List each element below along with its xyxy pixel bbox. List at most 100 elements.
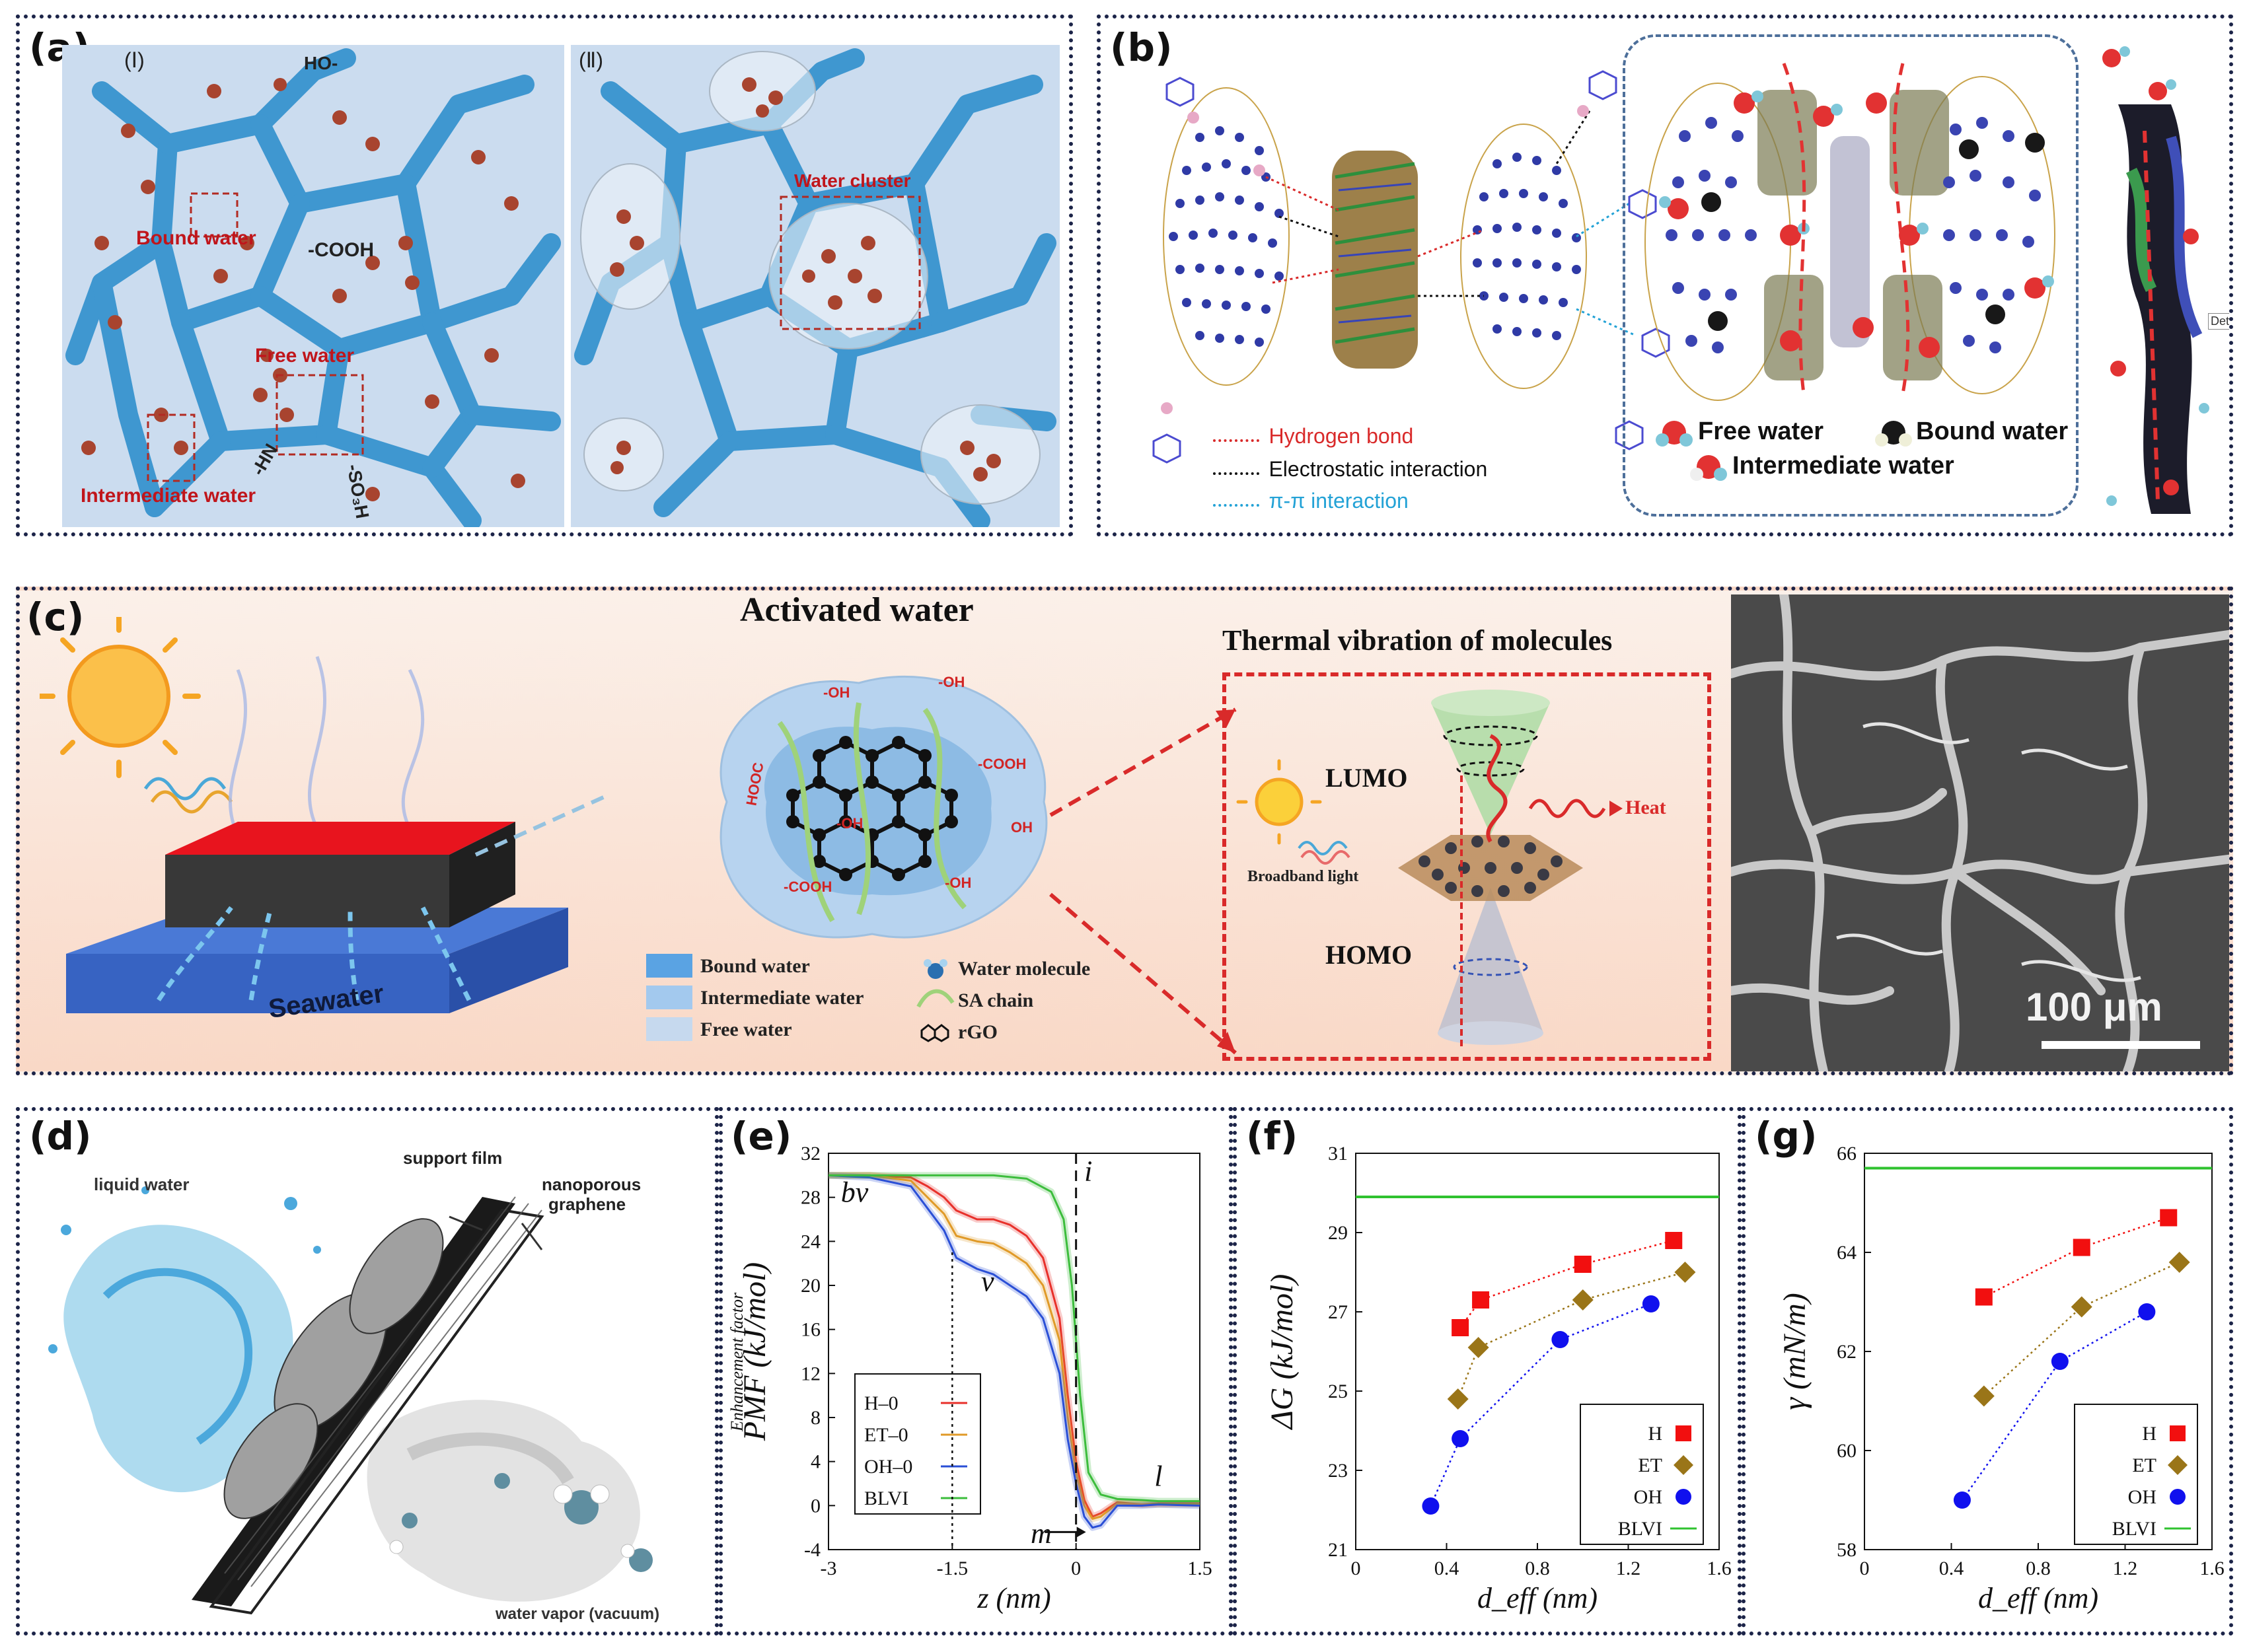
legend-free-water-label: Free water	[700, 1019, 792, 1040]
sem-image	[1731, 594, 2229, 1071]
free-water-icon	[1656, 421, 1693, 447]
legend-bound-water	[646, 954, 692, 978]
y-tick-label: 4	[811, 1451, 821, 1473]
graphene-label: graphene	[548, 1194, 626, 1214]
nanoporous-graphene-illustration	[48, 1186, 653, 1615]
group-oh-1: -OH	[823, 684, 850, 701]
legend-label: ET	[2132, 1454, 2156, 1476]
legend-swatch	[2168, 1455, 2188, 1475]
series-h-point	[1665, 1232, 1683, 1249]
panel-c-evaporator-scene	[40, 617, 609, 1013]
legend-free-water	[646, 1017, 692, 1041]
annotation-m-arrowhead	[1076, 1526, 1086, 1538]
water-molecule-icon	[924, 959, 947, 979]
x-tick-label: 0.4	[1434, 1558, 1459, 1579]
y-tick-label: 24	[801, 1231, 821, 1252]
y-tick-label: 58	[1837, 1539, 1857, 1561]
series-h-point	[1452, 1319, 1469, 1336]
series-et-point	[1467, 1337, 1489, 1358]
series-oh-point	[2051, 1353, 2069, 1370]
panel-b: (b)	[1097, 15, 2233, 536]
legend-label: BLVI	[864, 1488, 908, 1509]
series-oh-point	[2138, 1303, 2156, 1320]
series-h-connector	[1983, 1217, 2169, 1298]
x-tick-label: 1.6	[1707, 1558, 1732, 1579]
annotation-i: i	[1084, 1155, 1092, 1188]
heat-label: Heat	[1625, 797, 1666, 818]
y-tick-label: 32	[801, 1143, 821, 1165]
legend-swatch	[1676, 1489, 1691, 1505]
y-tick-label: 31	[1328, 1143, 1348, 1165]
panel-g-label: (g)	[1755, 1114, 1818, 1159]
hydrogen-bond-label: Hydrogen bond	[1269, 424, 1414, 448]
legend-intermediate-water	[646, 986, 692, 1009]
series-oh-point	[1551, 1331, 1569, 1348]
homo-label: HOMO	[1325, 940, 1413, 970]
panel-a-network-left	[62, 45, 564, 527]
legend-label: H–0	[864, 1392, 899, 1414]
legend-swatch	[2170, 1425, 2186, 1441]
series-oh-0-line	[828, 1174, 1200, 1529]
legend-label: BLVI	[1618, 1518, 1662, 1540]
x-tick-label: 1.2	[1616, 1558, 1641, 1579]
series-et-point	[2168, 1252, 2190, 1273]
thermal-vibration-title: Thermal vibration of molecules	[1222, 624, 1613, 657]
y-tick-label: 60	[1837, 1440, 1857, 1462]
panel-b-graphene-illustration	[1152, 70, 1670, 464]
x-tick-label: 0.8	[2026, 1558, 2051, 1579]
cooh-label: -COOH	[308, 239, 374, 261]
y-tick-label: 66	[1837, 1143, 1857, 1165]
panel-f-label: (f)	[1246, 1114, 1298, 1159]
x-tick-label: -3	[821, 1558, 837, 1579]
panel-d-label: (d)	[29, 1114, 92, 1159]
panel-a: (a)	[16, 15, 1073, 536]
group-oh-3: -OH	[836, 815, 864, 832]
series-et-point	[1447, 1388, 1469, 1410]
rgo-water-cluster	[719, 676, 1048, 939]
legend-box	[854, 1373, 981, 1515]
legend-label: OH–0	[864, 1456, 912, 1478]
series-h-point	[2160, 1209, 2178, 1227]
y-tick-label: 28	[801, 1187, 821, 1209]
water-vapor-label: water vapor (vacuum)	[496, 1605, 660, 1623]
panel-c: (c) Seawater Activated wate	[16, 587, 2233, 1075]
panel-b-cut-text: Det	[2208, 313, 2229, 330]
x-tick-label: 1.2	[2113, 1558, 2138, 1579]
plot-frame	[828, 1153, 1200, 1550]
y-axis-label: ΔG (kJ/mol)	[1265, 1274, 1300, 1431]
panel-c-zoom-arrows	[1049, 707, 1237, 1055]
x-axis-label: d_eff (nm)	[1477, 1582, 1598, 1614]
series-h-point	[1472, 1291, 1490, 1309]
electrostatic-label: Electrostatic interaction	[1269, 457, 1488, 481]
y-axis-label: PMF (kJ/mol)	[737, 1262, 772, 1442]
series-h-0-line	[829, 1174, 1200, 1518]
intermediate-water-label: Intermediate water	[81, 485, 256, 507]
x-tick-label: 1.6	[2199, 1558, 2225, 1579]
panel-a-sub-left: (Ⅰ)	[124, 48, 145, 72]
nanoporous-label: nanoporous	[542, 1174, 642, 1194]
series-oh-point	[1642, 1295, 1660, 1312]
series-et-point	[1572, 1289, 1594, 1311]
panel-b-water-box: Free water Bound water Intermediate wate…	[1623, 34, 2079, 517]
x-tick-label: 1.5	[1187, 1558, 1212, 1579]
legend-label: ET	[1638, 1454, 1662, 1476]
series-h-point	[2073, 1239, 2090, 1256]
annotation-l: l	[1154, 1460, 1162, 1492]
free-water-label: Free water	[255, 345, 355, 367]
y-tick-label: 0	[811, 1495, 821, 1517]
y-tick-label: 62	[1837, 1341, 1857, 1363]
x-tick-label: -1.5	[937, 1558, 969, 1579]
scale-bar-label: 100 μm	[2026, 985, 2162, 1029]
broadband-light-label: Broadband light	[1247, 868, 1359, 885]
legend-label: H	[2142, 1423, 2156, 1445]
bound-water-label: Bound water	[136, 227, 256, 249]
y-tick-label: 27	[1328, 1301, 1348, 1323]
legend-bound-water-label: Bound water	[700, 955, 810, 977]
orbital-illustration	[1236, 690, 1623, 1046]
y-tick-label: 12	[801, 1363, 821, 1384]
series-h-connector	[1459, 1239, 1674, 1328]
